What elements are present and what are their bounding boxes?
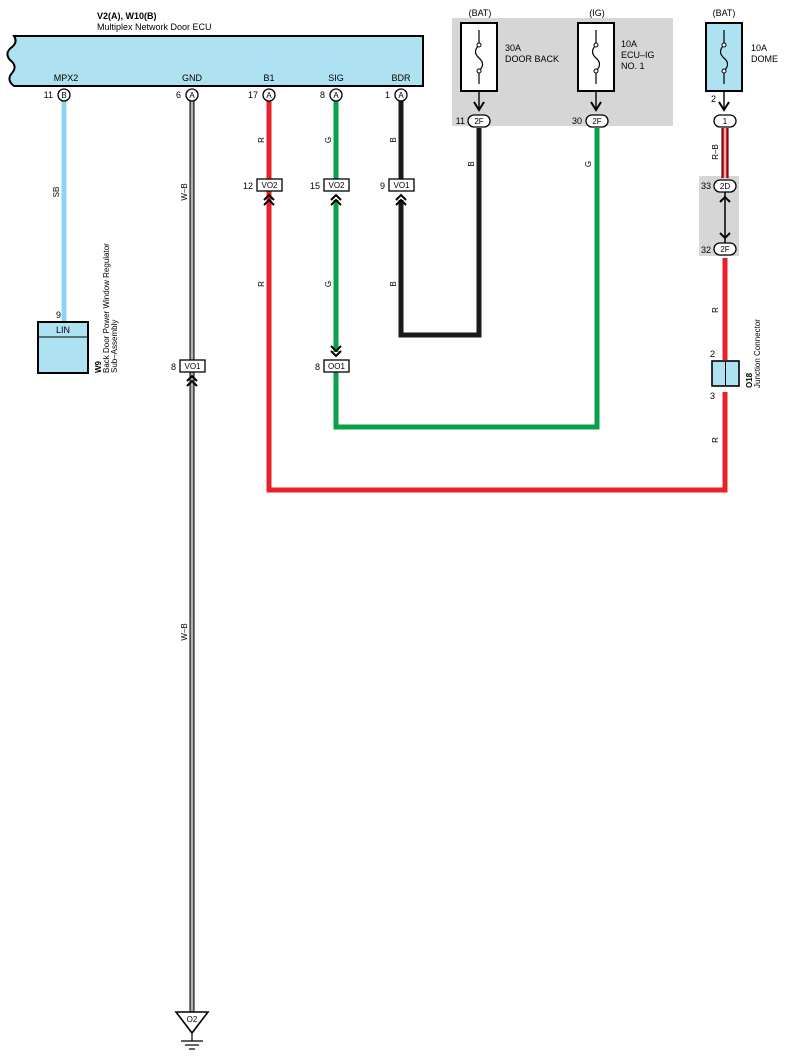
inline-conn-8-oo1: 8 OO1	[315, 345, 350, 373]
inline-conn-8-vo1: 8 VO1	[171, 359, 206, 387]
wire-r-b1	[266, 101, 728, 493]
svg-text:VO2: VO2	[328, 181, 345, 190]
ground-o2: O2	[174, 1011, 210, 1050]
pin-label-bdr: BDR	[391, 73, 411, 83]
svg-text:ECU–IG: ECU–IG	[621, 50, 655, 60]
wire-g-ig	[333, 128, 600, 430]
svg-text:Sub–Assembly: Sub–Assembly	[110, 320, 119, 373]
wire-label-sb: SB	[52, 187, 61, 198]
svg-text:30: 30	[572, 116, 582, 126]
wire-label-g-1: G	[324, 137, 333, 143]
svg-text:O2: O2	[187, 1015, 198, 1024]
svg-text:2F: 2F	[720, 245, 729, 254]
ecu-pin-b1: 17 A	[248, 88, 276, 102]
svg-text:W9: W9	[94, 360, 103, 373]
svg-text:DOME: DOME	[751, 54, 778, 64]
wire-b-bdr	[398, 128, 482, 338]
junction-conn-33-2d: 33 2D	[701, 179, 737, 203]
svg-text:(IG): (IG)	[589, 8, 605, 18]
fuse-dome-pin: 2	[711, 94, 716, 104]
svg-text:2F: 2F	[474, 117, 483, 126]
wire-label-r-4: R	[711, 437, 720, 443]
wire-label-g-2: G	[324, 281, 333, 287]
svg-text:1: 1	[723, 117, 728, 126]
wire-label-rb: R–B	[711, 144, 720, 160]
svg-text:12: 12	[243, 181, 253, 191]
svg-text:OO1: OO1	[328, 362, 345, 371]
wire-label-r-2: R	[257, 281, 266, 287]
svg-text:B: B	[61, 91, 66, 100]
svg-text:A: A	[189, 91, 195, 100]
svg-text:11: 11	[44, 90, 53, 100]
wire-label-wb-1: W–B	[180, 183, 189, 200]
svg-text:VO1: VO1	[393, 181, 410, 190]
fuse-conn-dome: 1	[713, 114, 737, 128]
pin-label-b1: B1	[263, 73, 274, 83]
svg-text:2F: 2F	[592, 117, 601, 126]
pin-label-sig: SIG	[328, 73, 344, 83]
wire-label-wb-2: W–B	[180, 623, 189, 640]
svg-text:A: A	[333, 91, 339, 100]
fuse-conn-door-back: 11 2F	[456, 114, 491, 128]
svg-text:17: 17	[248, 90, 258, 100]
svg-text:15: 15	[310, 181, 320, 191]
svg-text:10A: 10A	[621, 39, 637, 49]
wire-label-r-3: R	[711, 307, 720, 313]
svg-text:1: 1	[385, 90, 390, 100]
svg-text:6: 6	[176, 90, 181, 100]
svg-text:33: 33	[701, 181, 711, 191]
svg-text:9: 9	[56, 310, 61, 320]
svg-text:8: 8	[315, 362, 320, 372]
wire-label-b-3: B	[467, 161, 476, 166]
svg-text:LIN: LIN	[56, 325, 70, 335]
svg-text:8: 8	[320, 90, 325, 100]
svg-text:9: 9	[380, 181, 385, 191]
ecu-pin-gnd: 6 A	[176, 88, 199, 102]
fuse-dome: (BAT) 10A DOME	[705, 8, 778, 92]
inline-conn-15-vo2: 15 VO2	[310, 178, 350, 206]
ecu-pin-sig: 8 A	[320, 88, 343, 102]
svg-text:A: A	[398, 91, 404, 100]
svg-text:32: 32	[701, 245, 711, 255]
svg-text:O18: O18	[745, 372, 754, 388]
junction-connector-o18: 2 3 O18 Junction Connector	[710, 319, 762, 401]
svg-text:30A: 30A	[505, 43, 521, 53]
svg-text:(BAT): (BAT)	[469, 8, 492, 18]
inline-conn-12-vo2: 12 VO2	[243, 178, 283, 206]
svg-text:A: A	[266, 91, 272, 100]
fuse-door-back: (BAT) 30A DOOR BACK	[460, 8, 559, 92]
svg-text:Back Door Power Window Regulat: Back Door Power Window Regulator	[102, 243, 111, 373]
svg-text:2: 2	[710, 349, 715, 359]
svg-text:DOOR BACK: DOOR BACK	[505, 54, 559, 64]
fuse-ecu-ig: (IG) 10A ECU–IG NO. 1	[577, 8, 655, 92]
ecu-pin-bdr: 1 A	[385, 88, 408, 102]
junction-conn-32-2f: 32 2F	[701, 232, 737, 256]
wire-label-r-1: R	[257, 137, 266, 143]
svg-text:10A: 10A	[751, 43, 767, 53]
wire-label-b-2: B	[389, 281, 398, 286]
svg-text:Junction Connector: Junction Connector	[753, 319, 762, 388]
ecu-id: V2(A), W10(B)	[97, 11, 157, 21]
ecu-name: Multiplex Network Door ECU	[97, 22, 212, 32]
svg-text:VO2: VO2	[261, 181, 278, 190]
svg-text:11: 11	[456, 116, 465, 126]
pin-label-gnd: GND	[182, 73, 203, 83]
svg-text:NO. 1: NO. 1	[621, 61, 645, 71]
svg-text:8: 8	[171, 362, 176, 372]
wire-label-b-1: B	[389, 137, 398, 142]
svg-text:2D: 2D	[720, 182, 730, 191]
svg-text:(BAT): (BAT)	[713, 8, 736, 18]
fuse-conn-ecu-ig: 30 2F	[572, 114, 609, 128]
inline-conn-9-vo1: 9 VO1	[380, 178, 415, 206]
power-window-regulator: 9 LIN W9 Back Door Power Window Regulato…	[37, 243, 119, 374]
ecu-pin-mpx2: 11 B	[44, 88, 71, 102]
svg-text:3: 3	[710, 391, 715, 401]
pin-label-mpx2: MPX2	[54, 73, 79, 83]
svg-text:VO1: VO1	[184, 362, 201, 371]
wire-label-g-3: G	[584, 161, 593, 167]
ecu-box	[6, 35, 424, 87]
